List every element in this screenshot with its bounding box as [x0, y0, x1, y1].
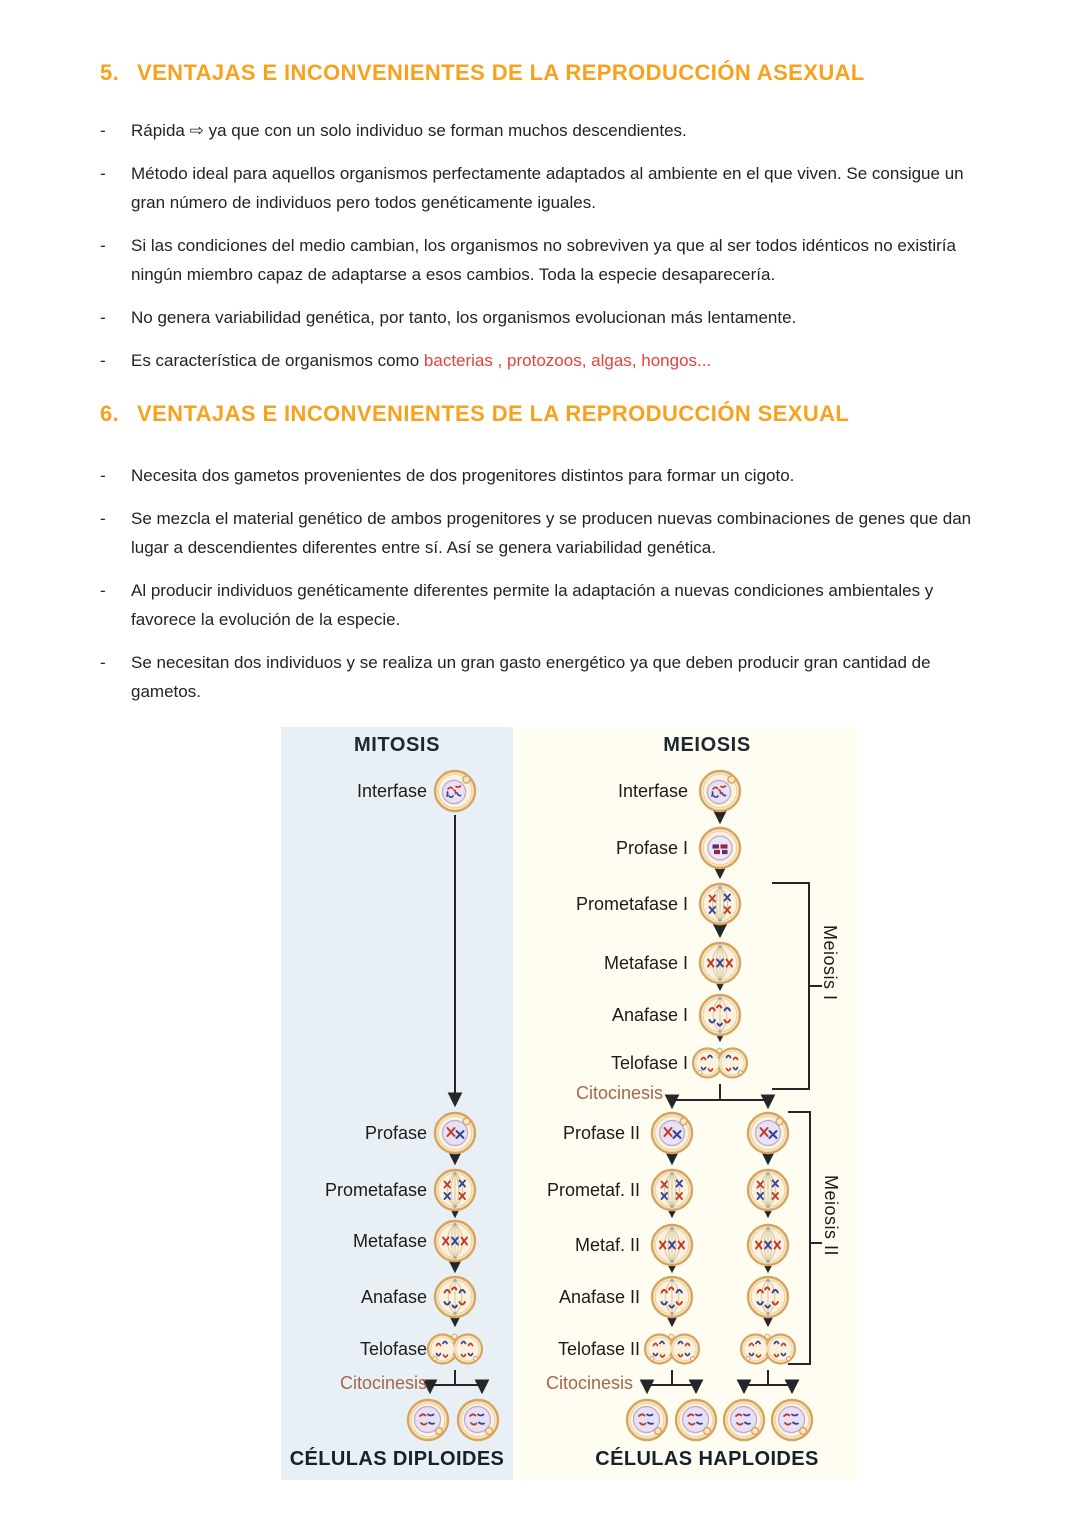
cell-icon — [722, 1398, 766, 1442]
section-6-heading: 6. VENTAJAS E INCONVENIENTES DE LA REPRO… — [100, 401, 985, 427]
cell-icon — [698, 941, 742, 985]
mitosis-stage-label: Prometafase — [324, 1180, 427, 1200]
list-item: - Necesita dos gametos provenientes de d… — [100, 461, 985, 490]
cell-icon — [650, 1111, 694, 1155]
cell-icon — [427, 1328, 483, 1370]
list-item: - No genera variabilidad genética, por t… — [100, 303, 985, 332]
bullet-text: Rápida ⇨ ya que con un solo individuo se… — [131, 121, 687, 140]
cell-icon — [698, 882, 742, 926]
section-6-title: VENTAJAS E INCONVENIENTES DE LA REPRODUC… — [137, 401, 850, 426]
cell-icon — [433, 1111, 477, 1155]
list-item: - Método ideal para aquellos organismos … — [100, 159, 985, 217]
meiosis-stage-label: Profase I — [615, 838, 688, 858]
bullet-dash: - — [100, 509, 106, 528]
meiosis-stage-label: Prometaf. II — [546, 1180, 640, 1200]
cell-icon — [746, 1223, 790, 1267]
cell-icon — [650, 1168, 694, 1212]
meiosis-title: MEIOSIS — [663, 734, 751, 756]
bullet-text: Es característica de organismos como bac… — [131, 346, 711, 375]
mitosis-stage-label: Interfase — [356, 781, 427, 801]
mitosis-title: MITOSIS — [353, 734, 441, 756]
meiosis-1-bracket-label: Meiosis I — [820, 925, 840, 1001]
meiosis-result-label: CÉLULAS HAPLOIDES — [595, 1448, 819, 1470]
bullet-dash: - — [100, 164, 106, 183]
section-5-number: 5. — [100, 60, 120, 85]
diagram-connectors — [422, 809, 822, 1395]
document-page: 5. VENTAJAS E INCONVENIENTES DE LA REPRO… — [0, 0, 1080, 706]
bullet-dash: - — [100, 351, 106, 370]
meiosis-stage-label: Anafase II — [558, 1287, 640, 1307]
bullet-dash: - — [100, 653, 106, 672]
mitosis-stage-label: Anafase — [360, 1287, 427, 1307]
mitosis-stage-label: Metafase — [352, 1231, 427, 1251]
mitosis-result-label: CÉLULAS DIPLOIDES — [289, 1448, 505, 1470]
cell-icon — [433, 1219, 477, 1263]
cell-icon — [625, 1398, 669, 1442]
cell-icon — [746, 1275, 790, 1319]
section-6-number: 6. — [100, 401, 120, 426]
section-5-bullets: - Rápida ⇨ ya que con un solo individuo … — [100, 116, 985, 375]
cell-icon — [644, 1328, 700, 1370]
mitosis-stage-label: Telofase — [359, 1339, 427, 1359]
section-6-bullets: - Necesita dos gametos provenientes de d… — [100, 461, 985, 706]
cell-icon — [650, 1275, 694, 1319]
bullet-text: Se necesitan dos individuos y se realiza… — [131, 653, 931, 701]
bullet-dash: - — [100, 308, 106, 327]
list-item: - Se mezcla el material genético de ambo… — [100, 504, 985, 562]
cell-icon — [770, 1398, 814, 1442]
mitosis-citocinesis-label: Citocinesis — [339, 1373, 427, 1393]
list-item: - Es característica de organismos como b… — [100, 346, 985, 375]
meiosis-stage-label: Telofase I — [610, 1053, 688, 1073]
list-item: - Si las condiciones del medio cambian, … — [100, 231, 985, 289]
cell-icon — [740, 1328, 796, 1370]
cell-icon — [746, 1168, 790, 1212]
bullet-text-lead: Es característica de organismos como — [131, 351, 424, 370]
mitosis-stage-label: Profase — [364, 1123, 427, 1143]
list-item: - Al producir individuos genéticamente d… — [100, 576, 985, 634]
cell-icon — [650, 1223, 694, 1267]
bullet-text-highlight: bacterias , protozoos, algas, hongos... — [423, 351, 712, 370]
bullet-text: Si las condiciones del medio cambian, lo… — [131, 236, 956, 284]
cell-icon — [674, 1398, 718, 1442]
cell-icon — [698, 826, 742, 870]
cell-icon — [406, 1398, 450, 1442]
meiosis-citocinesis2-label: Citocinesis — [545, 1373, 633, 1393]
bullet-text: Método ideal para aquellos organismos pe… — [131, 164, 964, 212]
bullet-dash: - — [100, 121, 106, 140]
meiosis-stage-label: Anafase I — [611, 1005, 688, 1025]
mitosis-meiosis-diagram: MITOSIS MEIOSIS Interfase Profase Promet… — [281, 727, 857, 1480]
cell-icon — [433, 769, 477, 813]
section-5-heading: 5. VENTAJAS E INCONVENIENTES DE LA REPRO… — [100, 60, 985, 86]
meiosis-citocinesis-label: Citocinesis — [575, 1083, 663, 1103]
cell-icon — [433, 1275, 477, 1319]
bullet-dash: - — [100, 466, 106, 485]
bullet-text: Al producir individuos genéticamente dif… — [131, 581, 934, 629]
cell-icon — [692, 1042, 748, 1084]
section-5-title: VENTAJAS E INCONVENIENTES DE LA REPRODUC… — [137, 60, 865, 85]
bullet-text: No genera variabilidad genética, por tan… — [131, 308, 797, 327]
meiosis-stage-label: Metaf. II — [574, 1235, 640, 1255]
cell-icon — [746, 1111, 790, 1155]
cell-icon — [698, 769, 742, 813]
bullet-text: Necesita dos gametos provenientes de dos… — [131, 466, 795, 485]
list-item: - Se necesitan dos individuos y se reali… — [100, 648, 985, 706]
meiosis-stage-label: Telofase II — [557, 1339, 640, 1359]
meiosis-stage-label: Profase II — [562, 1123, 640, 1143]
bullet-dash: - — [100, 236, 106, 255]
bullet-text: Se mezcla el material genético de ambos … — [131, 509, 972, 557]
meiosis-stage-label: Metafase I — [603, 953, 688, 973]
cell-icon — [698, 993, 742, 1037]
meiosis-2-bracket-label: Meiosis II — [821, 1175, 841, 1257]
cell-icon — [433, 1168, 477, 1212]
bullet-dash: - — [100, 581, 106, 600]
meiosis-stage-label: Prometafase I — [575, 894, 688, 914]
cell-icon — [456, 1398, 500, 1442]
meiosis-stage-label: Interfase — [617, 781, 688, 801]
list-item: - Rápida ⇨ ya que con un solo individuo … — [100, 116, 985, 145]
